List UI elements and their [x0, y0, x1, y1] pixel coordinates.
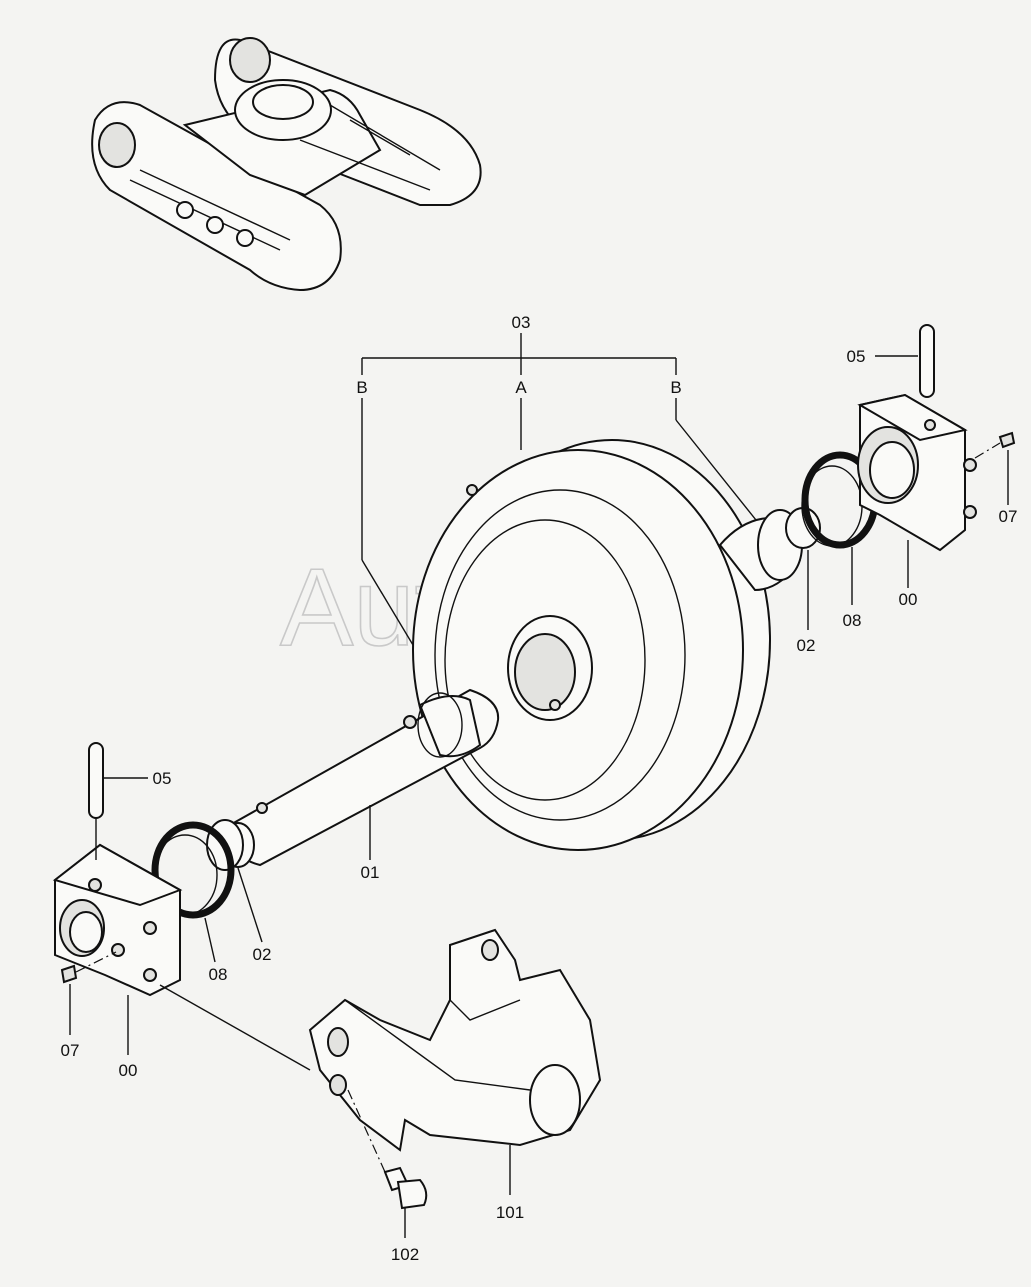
label-shaft: 01 [361, 863, 380, 882]
label-pin-right: 05 [847, 347, 866, 366]
label-seal-left: 08 [209, 965, 228, 984]
right-bushing [718, 507, 821, 592]
label-branch-a: A [515, 378, 527, 397]
bracket [159, 928, 602, 1195]
left-pin [88, 742, 148, 860]
label-seal-right: 08 [843, 611, 862, 630]
bolt [347, 1089, 428, 1238]
part-labels: 03 B A B 05 07 00 08 02 01 05 08 02 07 0… [61, 313, 1018, 1264]
label-oring-right: 02 [797, 636, 816, 655]
left-screw [60, 951, 117, 1035]
label-assembly: 03 [512, 313, 531, 332]
right-screw [974, 431, 1016, 505]
label-bracket: 101 [496, 1203, 524, 1222]
right-housing [857, 393, 977, 588]
left-housing [52, 843, 183, 1055]
idler-wheel [412, 439, 771, 851]
label-housing-left: 00 [119, 1061, 138, 1080]
label-branch-b-right: B [670, 378, 681, 397]
undercarriage-overview [91, 37, 482, 292]
label-housing-right: 00 [899, 590, 918, 609]
right-pin [875, 324, 935, 398]
label-pin-left: 05 [153, 769, 172, 788]
label-screw-left: 07 [61, 1041, 80, 1060]
label-screw-right: 07 [999, 507, 1018, 526]
label-bolt: 102 [391, 1245, 419, 1264]
label-oring-left: 02 [253, 945, 272, 964]
label-branch-b-left: B [356, 378, 367, 397]
